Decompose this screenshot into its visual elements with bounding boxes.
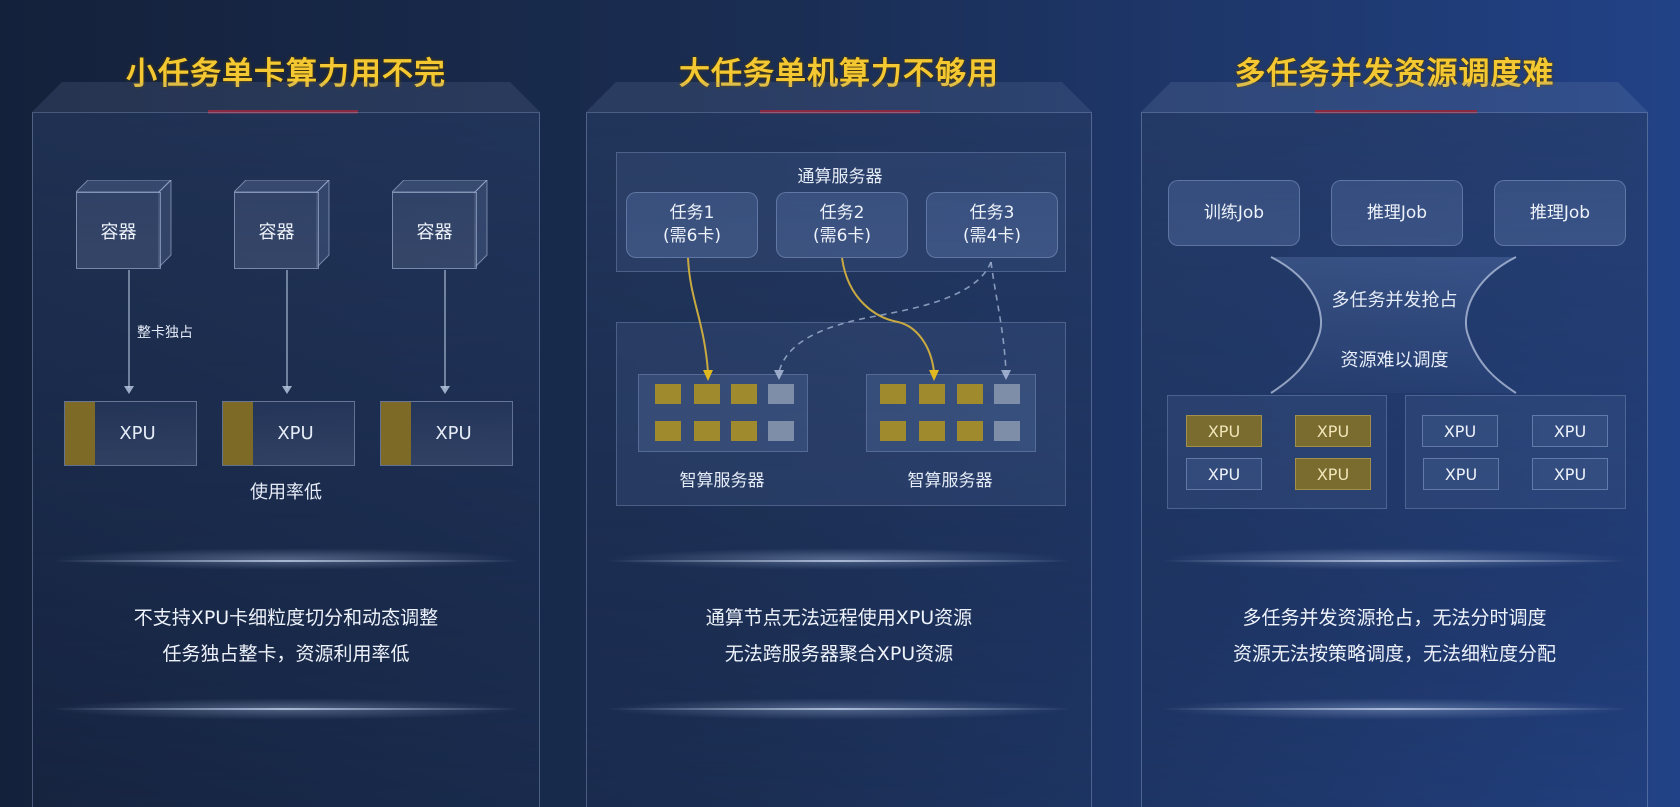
- task-requirement: (需6卡): [812, 226, 872, 246]
- xpu-chip-busy: [731, 421, 757, 441]
- xpu-idle: XPU: [1532, 415, 1608, 447]
- xpu-card: XPU: [64, 401, 197, 466]
- description-line: 无法跨服务器聚合XPU资源: [724, 643, 954, 665]
- divider-glow: [1161, 548, 1628, 570]
- ai-server-label: 智算服务器: [679, 471, 765, 491]
- panel-title: 小任务单卡算力用不完: [126, 56, 446, 92]
- general-server-label: 通算服务器: [797, 167, 883, 187]
- panel-lid: [1141, 82, 1648, 112]
- description-line: 资源无法按策略调度，无法细粒度分配: [1232, 643, 1556, 665]
- xpu-chip-busy: [880, 421, 906, 441]
- divider-glow: [606, 548, 1072, 570]
- ai-server-chips: [638, 374, 806, 450]
- xpu-card: XPU: [222, 401, 355, 466]
- container-cube-icon: [234, 180, 330, 269]
- job-box: 训练Job: [1168, 180, 1300, 246]
- description-line: 不支持XPU卡细粒度切分和动态调整: [133, 607, 439, 629]
- xpu-chip-busy: [655, 384, 681, 404]
- ai-server-chips: [866, 374, 1034, 450]
- container-cube-icon: [392, 180, 488, 269]
- xpu-chip-busy: [694, 421, 720, 441]
- xpu-idle: XPU: [1423, 458, 1499, 490]
- xpu-idle: XPU: [1532, 458, 1608, 490]
- panel-description: 通算节点无法远程使用XPU资源 无法跨服务器聚合XPU资源: [586, 600, 1092, 672]
- panel-title: 大任务单机算力不够用: [679, 56, 999, 92]
- xpu-chip-idle: [994, 384, 1020, 404]
- xpu-label: XPU: [435, 423, 472, 444]
- divider-line: [1161, 560, 1628, 562]
- task-requirement: (需6卡): [662, 226, 722, 246]
- xpu-chip-busy: [880, 384, 906, 404]
- xpu-chip-idle: [768, 421, 794, 441]
- task-name: 任务2: [819, 203, 865, 223]
- xpu-busy: XPU: [1186, 415, 1262, 447]
- task-flow-arrows: [687, 257, 1011, 381]
- container-box: 容器: [76, 192, 161, 269]
- xpu-label: XPU: [119, 423, 156, 444]
- task-requirement: (需4卡): [962, 226, 1022, 246]
- description-line: 任务独占整卡，资源利用率低: [162, 643, 410, 665]
- divider-line: [52, 560, 520, 562]
- xpu-card: XPU: [380, 401, 513, 466]
- divider-line: [606, 708, 1072, 710]
- job-box: 推理Job: [1331, 180, 1463, 246]
- xpu-chip-busy: [919, 384, 945, 404]
- task-box: 任务3 (需4卡): [926, 192, 1058, 258]
- xpu-chip-busy: [694, 384, 720, 404]
- divider-line: [606, 560, 1072, 562]
- divider-glow: [52, 548, 520, 570]
- task-box: 任务1 (需6卡): [626, 192, 758, 258]
- panel-description: 多任务并发资源抢占，无法分时调度 资源无法按策略调度，无法细粒度分配: [1141, 600, 1648, 672]
- xpu-label: XPU: [277, 423, 314, 444]
- panel-small-task: 小任务单卡算力用不完 容器 容器 容器 整卡独占 XPU XPU X: [32, 0, 540, 807]
- divider-line: [1161, 708, 1628, 710]
- description-line: 通算节点无法远程使用XPU资源: [705, 607, 973, 629]
- ai-server-zone: [616, 322, 1066, 506]
- panel-large-task: 大任务单机算力不够用 通算服务器 任务1 (需6卡) 任务2 (需6卡) 任务3…: [586, 0, 1092, 807]
- scheduling-label: 资源难以调度: [1340, 350, 1449, 371]
- container-box: 容器: [234, 192, 319, 269]
- arrow-down-icon: [124, 270, 450, 394]
- contention-funnel-icon: [1270, 256, 1517, 394]
- panel-title: 多任务并发资源调度难: [1234, 56, 1555, 92]
- xpu-busy: XPU: [1295, 415, 1371, 447]
- divider-line: [52, 708, 520, 710]
- contention-label: 多任务并发抢占: [1331, 290, 1458, 311]
- xpu-chip-busy: [957, 384, 983, 404]
- panel-lid: [32, 82, 540, 112]
- xpu-chip-idle: [994, 421, 1020, 441]
- description-line: 多任务并发资源抢占，无法分时调度: [1242, 607, 1547, 629]
- xpu-group: [1405, 395, 1626, 509]
- xpu-group: [1167, 395, 1387, 509]
- ai-server-label: 智算服务器: [907, 471, 993, 491]
- container-cube-icon: [76, 180, 172, 269]
- low-utilization-label: 使用率低: [250, 482, 322, 503]
- xpu-chip-busy: [731, 384, 757, 404]
- task-box: 任务2 (需6卡): [776, 192, 908, 258]
- xpu-busy: XPU: [1295, 458, 1371, 490]
- container-box: 容器: [392, 192, 477, 269]
- task-name: 任务3: [969, 203, 1015, 223]
- xpu-idle: XPU: [1422, 415, 1498, 447]
- xpu-chip-busy: [919, 421, 945, 441]
- panel-multi-task: 多任务并发资源调度难 训练Job 推理Job 推理Job 多任务并发抢占 资源难…: [1141, 0, 1648, 807]
- task-name: 任务1: [669, 203, 715, 223]
- panel-description: 不支持XPU卡细粒度切分和动态调整 任务独占整卡，资源利用率低: [32, 600, 540, 672]
- exclusive-card-label: 整卡独占: [137, 325, 193, 341]
- xpu-chip-busy: [957, 421, 983, 441]
- xpu-idle: XPU: [1186, 458, 1262, 490]
- panel-lid: [586, 82, 1092, 112]
- xpu-chip-busy: [655, 421, 681, 441]
- job-box: 推理Job: [1494, 180, 1626, 246]
- xpu-chip-idle: [768, 384, 794, 404]
